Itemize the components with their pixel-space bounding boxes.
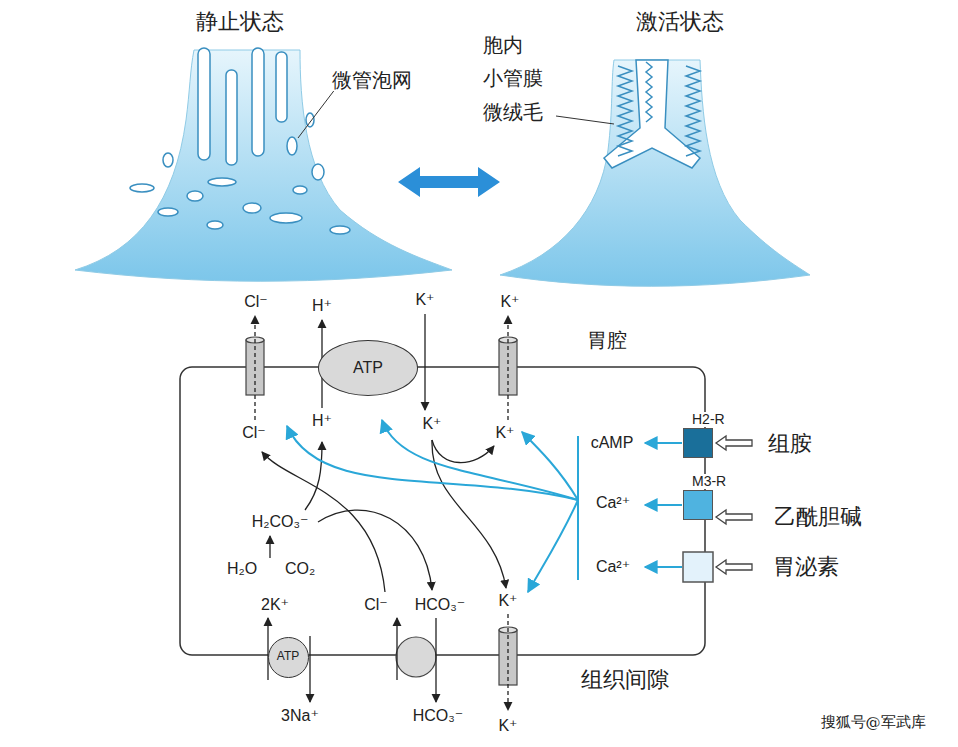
text-label: 微管泡网 [330,69,414,91]
text-label: Cl⁻ [362,596,390,614]
text-label: Ca²⁺ [594,494,632,512]
text-label: 胞内 [481,34,525,56]
text-label: 静止状态 [194,10,286,34]
text-label: 乙酰胆碱 [772,505,864,529]
text-label: 2K⁺ [259,596,291,614]
receptor-box: M3-R [683,490,713,520]
text-label: K⁺ [498,293,521,311]
node-text: M3-R [692,474,726,489]
pump-circle: ATP [318,340,418,396]
text-label: CO₂ [283,560,317,578]
text-label: 胃腔 [585,329,629,351]
node-text: H2-R [692,412,725,427]
microvilli [686,66,700,156]
text-label: K⁺ [496,592,519,610]
text-label: Cl⁻ [240,424,268,442]
text-label: HCO₃⁻ [411,707,466,725]
text-label: 3Na⁺ [279,707,321,725]
text-label: 组织间隙 [579,668,671,692]
text-label: Ca²⁺ [594,558,632,576]
text-label: 微绒毛 [481,101,545,123]
watermark: 搜狐号@军武库 [819,714,928,731]
text-label: cAMP [589,434,636,452]
text-label: 激活状态 [634,10,726,34]
text-label: K⁺ [413,291,436,309]
text-label: H⁺ [310,297,334,315]
text-label: K⁺ [496,717,519,735]
node-text: ATP [277,650,299,663]
microvilli [646,62,652,122]
text-label: H⁺ [310,412,334,430]
text-label: HCO₃⁻ [413,596,468,614]
receptor-box: H2-R [683,428,713,458]
text-label: H₂CO₃⁻ [250,513,311,531]
text-label: K⁺ [493,424,516,442]
text-label: 组胺 [766,432,814,456]
text-label: 胃泌素 [771,555,841,579]
text-label: 小管膜 [481,67,545,89]
node-text: ATP [353,359,383,377]
text-label: H₂O [225,560,259,578]
text-label: K⁺ [420,415,443,433]
pump-circle: ATP [268,637,309,678]
text-label: Cl⁻ [242,293,270,311]
microvilli [618,66,632,156]
